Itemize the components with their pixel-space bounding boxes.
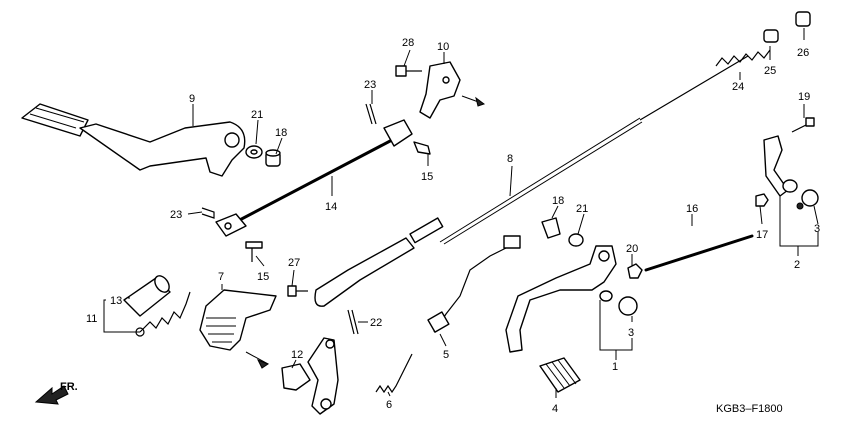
callout-15: 15 <box>421 171 433 183</box>
callout-15: 15 <box>257 271 269 283</box>
callout-26: 26 <box>797 47 809 59</box>
callout-6: 6 <box>386 399 392 411</box>
callout-2: 2 <box>794 259 800 271</box>
callout-4: 4 <box>552 403 558 415</box>
callout-3: 3 <box>628 327 634 339</box>
spring-part <box>715 49 771 67</box>
bolt-part <box>287 285 308 297</box>
callout-21: 21 <box>251 109 263 121</box>
callout-10: 10 <box>437 41 449 53</box>
arm-part <box>763 135 798 197</box>
callout-13: 13 <box>110 295 122 307</box>
callout-3: 3 <box>814 223 820 235</box>
callout-24: 24 <box>732 81 744 93</box>
brake-pedal-part <box>21 103 246 177</box>
collar-nut-part <box>265 149 281 167</box>
switch-part <box>427 235 521 333</box>
front-direction-arrow-icon <box>34 385 69 405</box>
callout-14: 14 <box>325 201 337 213</box>
callout-12: 12 <box>291 349 303 361</box>
brake-rod-part <box>215 119 413 237</box>
callout-8: 8 <box>507 153 513 165</box>
return-spring-part <box>375 353 413 394</box>
cable-part <box>314 55 749 307</box>
cap-nut-part <box>795 11 811 27</box>
callout-19: 19 <box>798 91 810 103</box>
shift-lever-part <box>505 245 638 353</box>
bracket-part <box>419 61 461 119</box>
diagram-code: KGB3–F1800 <box>716 403 783 415</box>
boot-part <box>199 289 277 351</box>
knob-part <box>796 189 819 210</box>
callout-21: 21 <box>576 203 588 215</box>
callout-20: 20 <box>626 243 638 255</box>
cotter-pin-part <box>347 309 359 335</box>
nut-part <box>627 263 643 279</box>
callout-18: 18 <box>275 127 287 139</box>
arrow-icon <box>245 351 270 369</box>
washer-part <box>568 233 584 247</box>
callout-27: 27 <box>288 257 300 269</box>
callout-labels: 1 2 3 3 4 5 6 7 8 9 10 11 12 13 14 15 15… <box>86 37 820 415</box>
collar-nut-part <box>541 217 561 239</box>
callout-5: 5 <box>443 349 449 361</box>
callout-11: 11 <box>86 313 97 325</box>
callout-23: 23 <box>170 209 182 221</box>
callout-17: 17 <box>756 229 768 241</box>
collar-part <box>123 275 171 317</box>
leader-lines <box>103 28 819 398</box>
nut-part <box>755 193 769 207</box>
callout-25: 25 <box>764 65 776 77</box>
callout-28: 28 <box>402 37 414 49</box>
threaded-rod-part <box>644 234 754 272</box>
callout-9: 9 <box>189 93 195 105</box>
arrow-icon <box>461 95 486 107</box>
joint-pin-part <box>245 141 431 262</box>
callout-7: 7 <box>218 271 224 283</box>
peg-rubber-part <box>539 357 581 393</box>
fr-label: FR. <box>60 381 78 393</box>
washer-part <box>245 145 263 159</box>
cotter-pin-part <box>201 103 377 219</box>
bolt-part <box>791 117 815 133</box>
collar-part <box>763 29 779 43</box>
callout-23: 23 <box>364 79 376 91</box>
callout-18: 18 <box>552 195 564 207</box>
callout-22: 22 <box>370 317 382 329</box>
flange-bolt-part <box>395 65 422 77</box>
spindle-arm-part <box>281 337 339 415</box>
callout-1: 1 <box>612 361 618 373</box>
callout-16: 16 <box>686 203 698 215</box>
